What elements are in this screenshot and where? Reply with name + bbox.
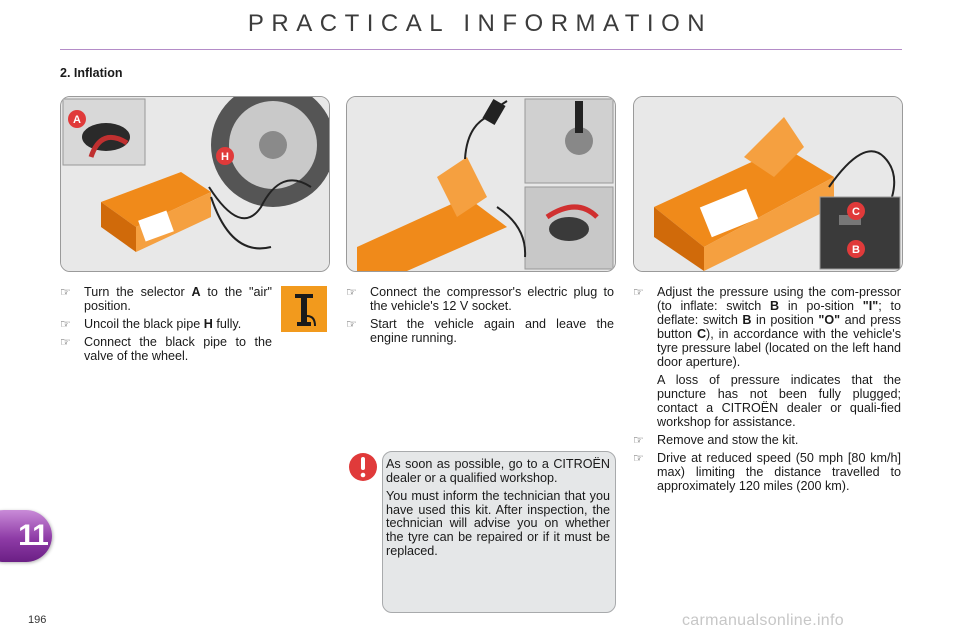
list-item: ☞ Connect the compressor's electric plug… — [346, 285, 614, 313]
list-item: ☞ Connect the black pipe to the valve of… — [60, 335, 272, 363]
callout-b: B — [852, 244, 860, 256]
warning-box — [382, 451, 616, 613]
warning-paragraph: As soon as possible, go to a CITROËN dea… — [386, 457, 610, 485]
list-item: ☞ Adjust the pressure using the com-pres… — [633, 285, 902, 369]
exclamation-icon — [348, 452, 378, 482]
page-number: 196 — [28, 614, 47, 626]
pointing-hand-icon: ☞ — [346, 317, 357, 331]
callout-c: C — [852, 206, 860, 218]
tyre-pump-icon — [281, 286, 327, 332]
pointing-hand-icon: ☞ — [60, 317, 71, 331]
warning-text: As soon as possible, go to a CITROËN dea… — [386, 457, 610, 563]
list-item: ☞ Drive at reduced speed (50 mph [80 km/… — [633, 451, 901, 493]
column-3-instructions: ☞ Adjust the pressure using the com-pres… — [633, 285, 901, 497]
pointing-hand-icon: ☞ — [346, 285, 357, 299]
illustration-compressor-selector: A H — [60, 96, 330, 272]
illustration-compressor-pressure: C B — [633, 96, 903, 272]
page-title: PRACTICAL INFORMATION — [247, 10, 713, 37]
warning-paragraph: You must inform the technician that you … — [386, 489, 610, 558]
header-divider — [60, 49, 902, 50]
callout-b-marker — [847, 240, 865, 258]
callout-h: H — [221, 151, 229, 163]
chapter-tab — [0, 510, 52, 562]
pointing-hand-icon: ☞ — [633, 433, 644, 447]
list-item: ☞ Remove and stow the kit. — [633, 433, 799, 447]
illustration-compressor-plug — [346, 96, 616, 272]
pointing-hand-icon: ☞ — [60, 335, 71, 349]
column-2-instructions: ☞ Connect the compressor's electric plug… — [346, 285, 614, 349]
section-heading: 2. Inflation — [60, 66, 123, 80]
chapter-number: 11 — [18, 519, 49, 552]
pressure-loss-note: A loss of pressure indicates that the pu… — [657, 373, 901, 429]
list-item: ☞ Turn the selector A to the "air" posit… — [60, 285, 272, 313]
pointing-hand-icon: ☞ — [633, 285, 644, 299]
list-item: ☞ Start the vehicle again and leave the … — [346, 317, 614, 345]
pointing-hand-icon: ☞ — [60, 285, 71, 299]
list-item: ☞ Uncoil the black pipe H fully. — [60, 317, 242, 331]
callout-a: A — [73, 114, 81, 126]
callout-a-marker — [68, 110, 86, 128]
callout-c-marker — [847, 202, 865, 220]
callout-h-marker — [216, 147, 234, 165]
pointing-hand-icon: ☞ — [633, 451, 644, 465]
watermark: carmanualsonline.info — [682, 612, 844, 629]
column-1-instructions: ☞ Turn the selector A to the "air" posit… — [60, 285, 272, 367]
